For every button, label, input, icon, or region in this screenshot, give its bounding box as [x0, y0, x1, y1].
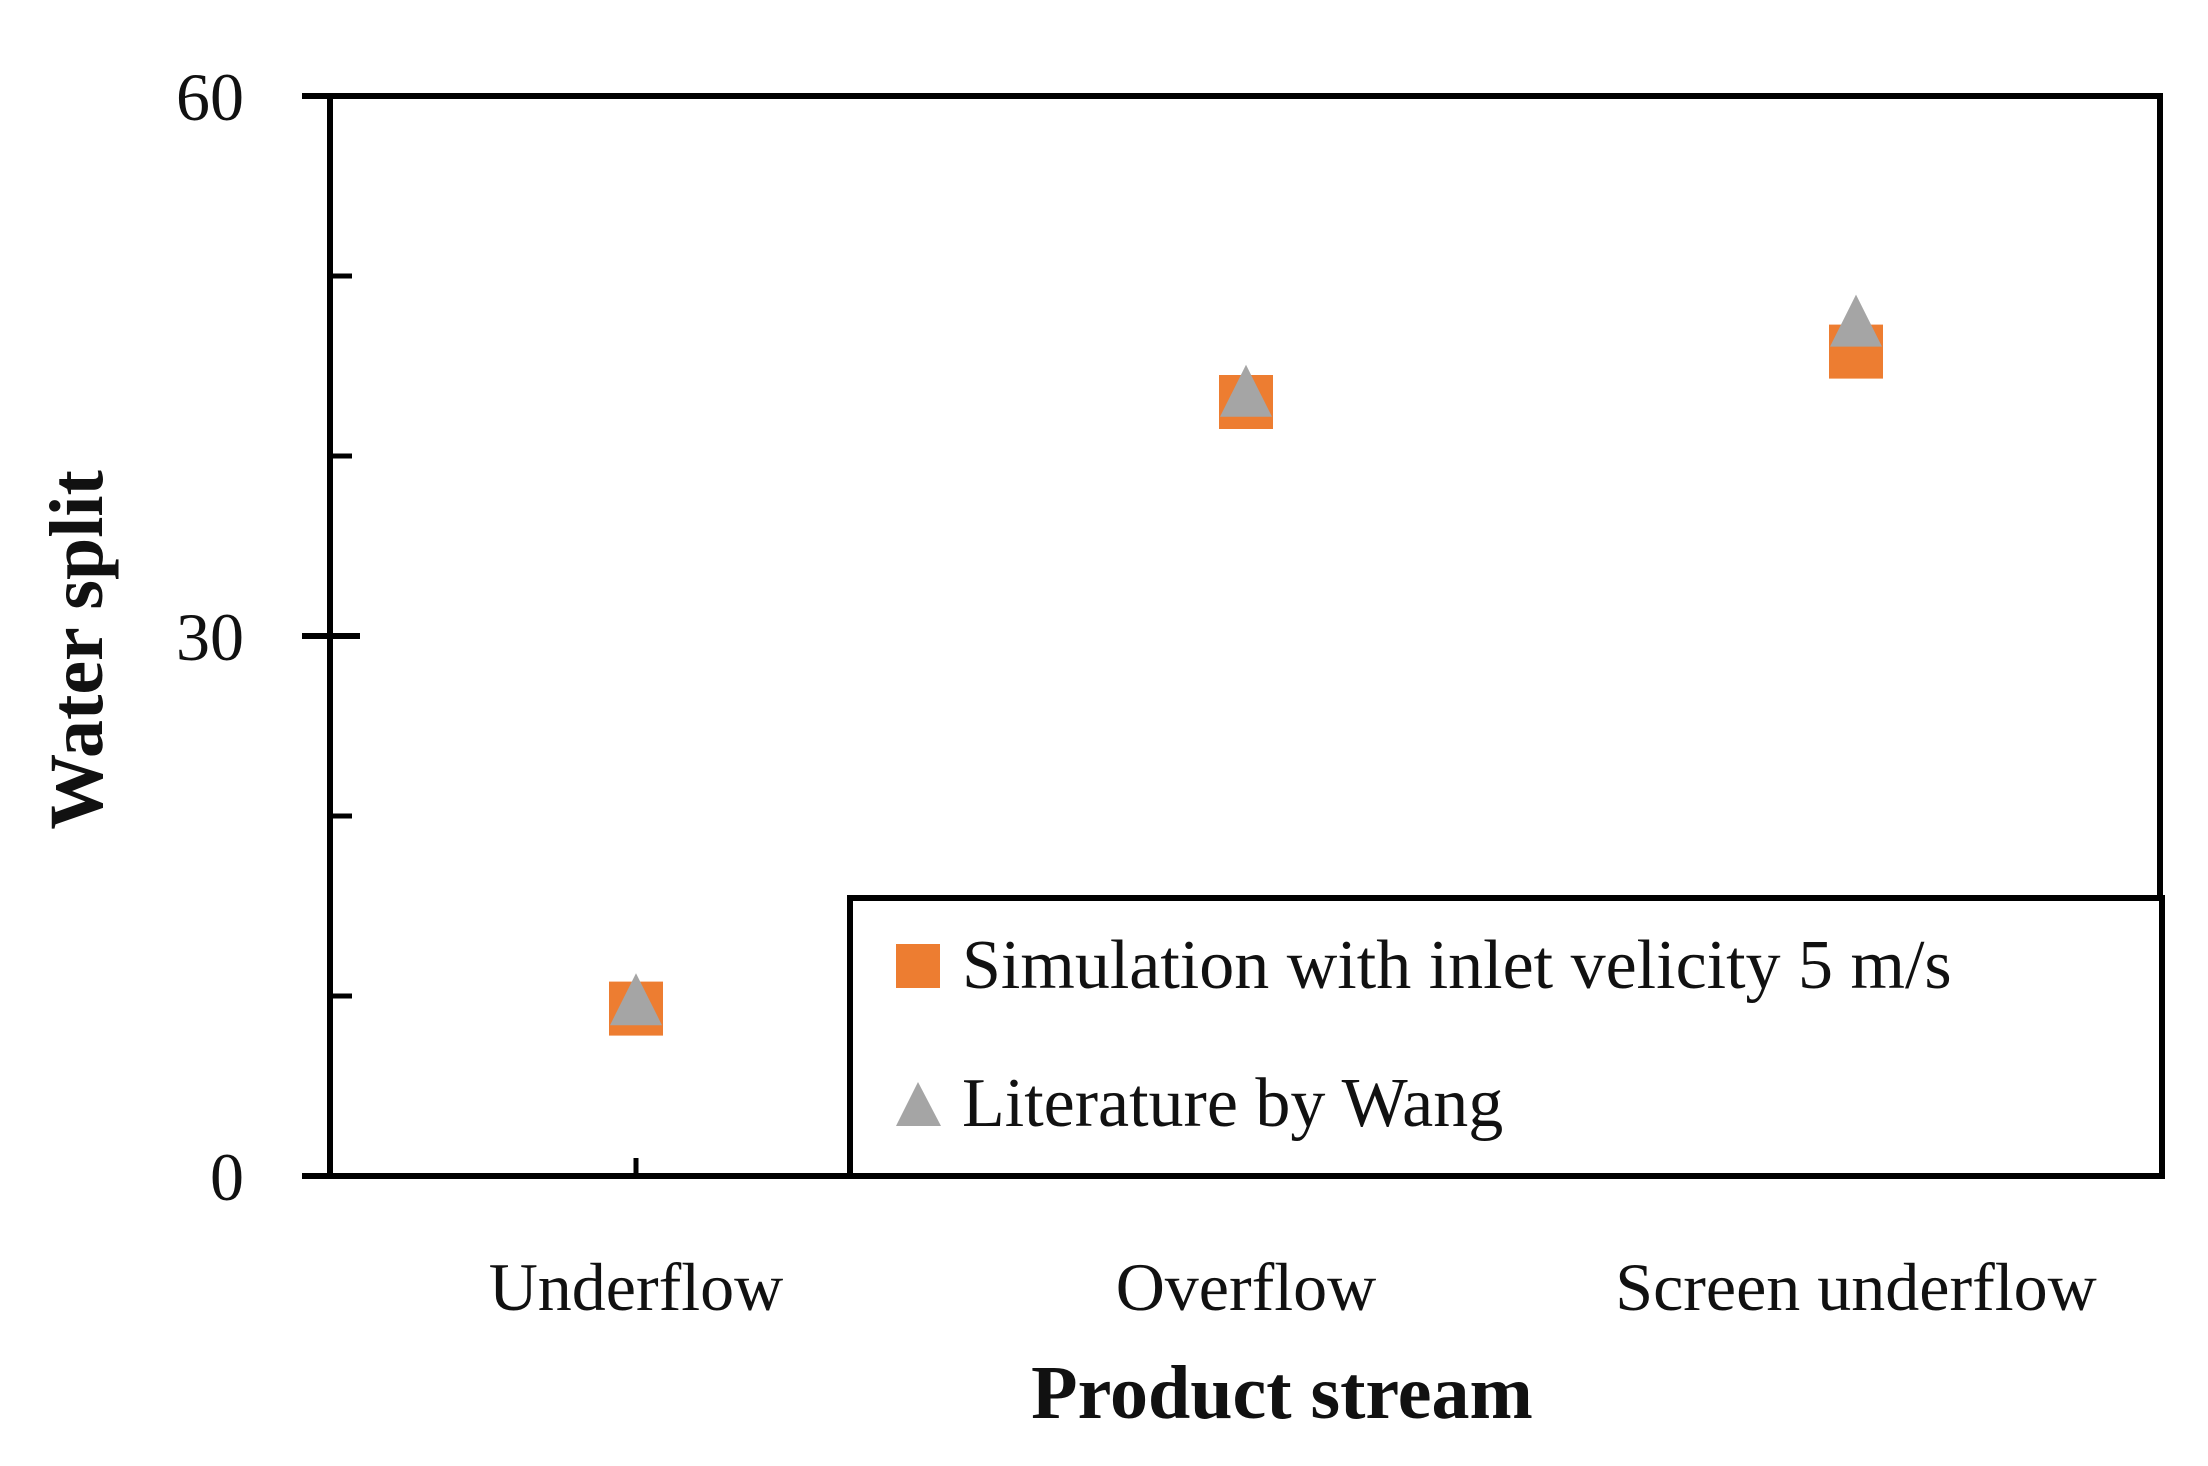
x-tick-label-2: Screen underflow — [1615, 1249, 2096, 1325]
data-markers — [609, 294, 1883, 1036]
x-axis-title: Product stream — [1031, 1351, 1533, 1435]
x-tick-label-1: Overflow — [1116, 1249, 1377, 1325]
x-tick-label-0: Underflow — [489, 1249, 784, 1325]
y-axis-title: Water split — [35, 470, 119, 830]
marker-literature-1 — [1220, 364, 1272, 417]
legend-marker-literature — [896, 1082, 941, 1126]
y-axis: 0 30 60 — [176, 59, 360, 1215]
marker-literature-2 — [1830, 294, 1882, 347]
y-tick-label-60: 60 — [176, 59, 244, 135]
y-tick-label-30: 30 — [176, 599, 244, 675]
legend-box — [847, 895, 2165, 1179]
x-axis: Underflow Overflow Screen underflow — [489, 1158, 2097, 1325]
legend-label-simulation: Simulation with inlet velicity 5 m/s — [962, 927, 1952, 1004]
legend-label-literature: Literature by Wang — [962, 1065, 1503, 1142]
y-tick-label-0: 0 — [210, 1139, 244, 1215]
legend-marker-simulation — [896, 944, 940, 988]
marker-literature-0 — [610, 973, 662, 1026]
legend: Simulation with inlet velicity 5 m/s Lit… — [847, 895, 2165, 1179]
